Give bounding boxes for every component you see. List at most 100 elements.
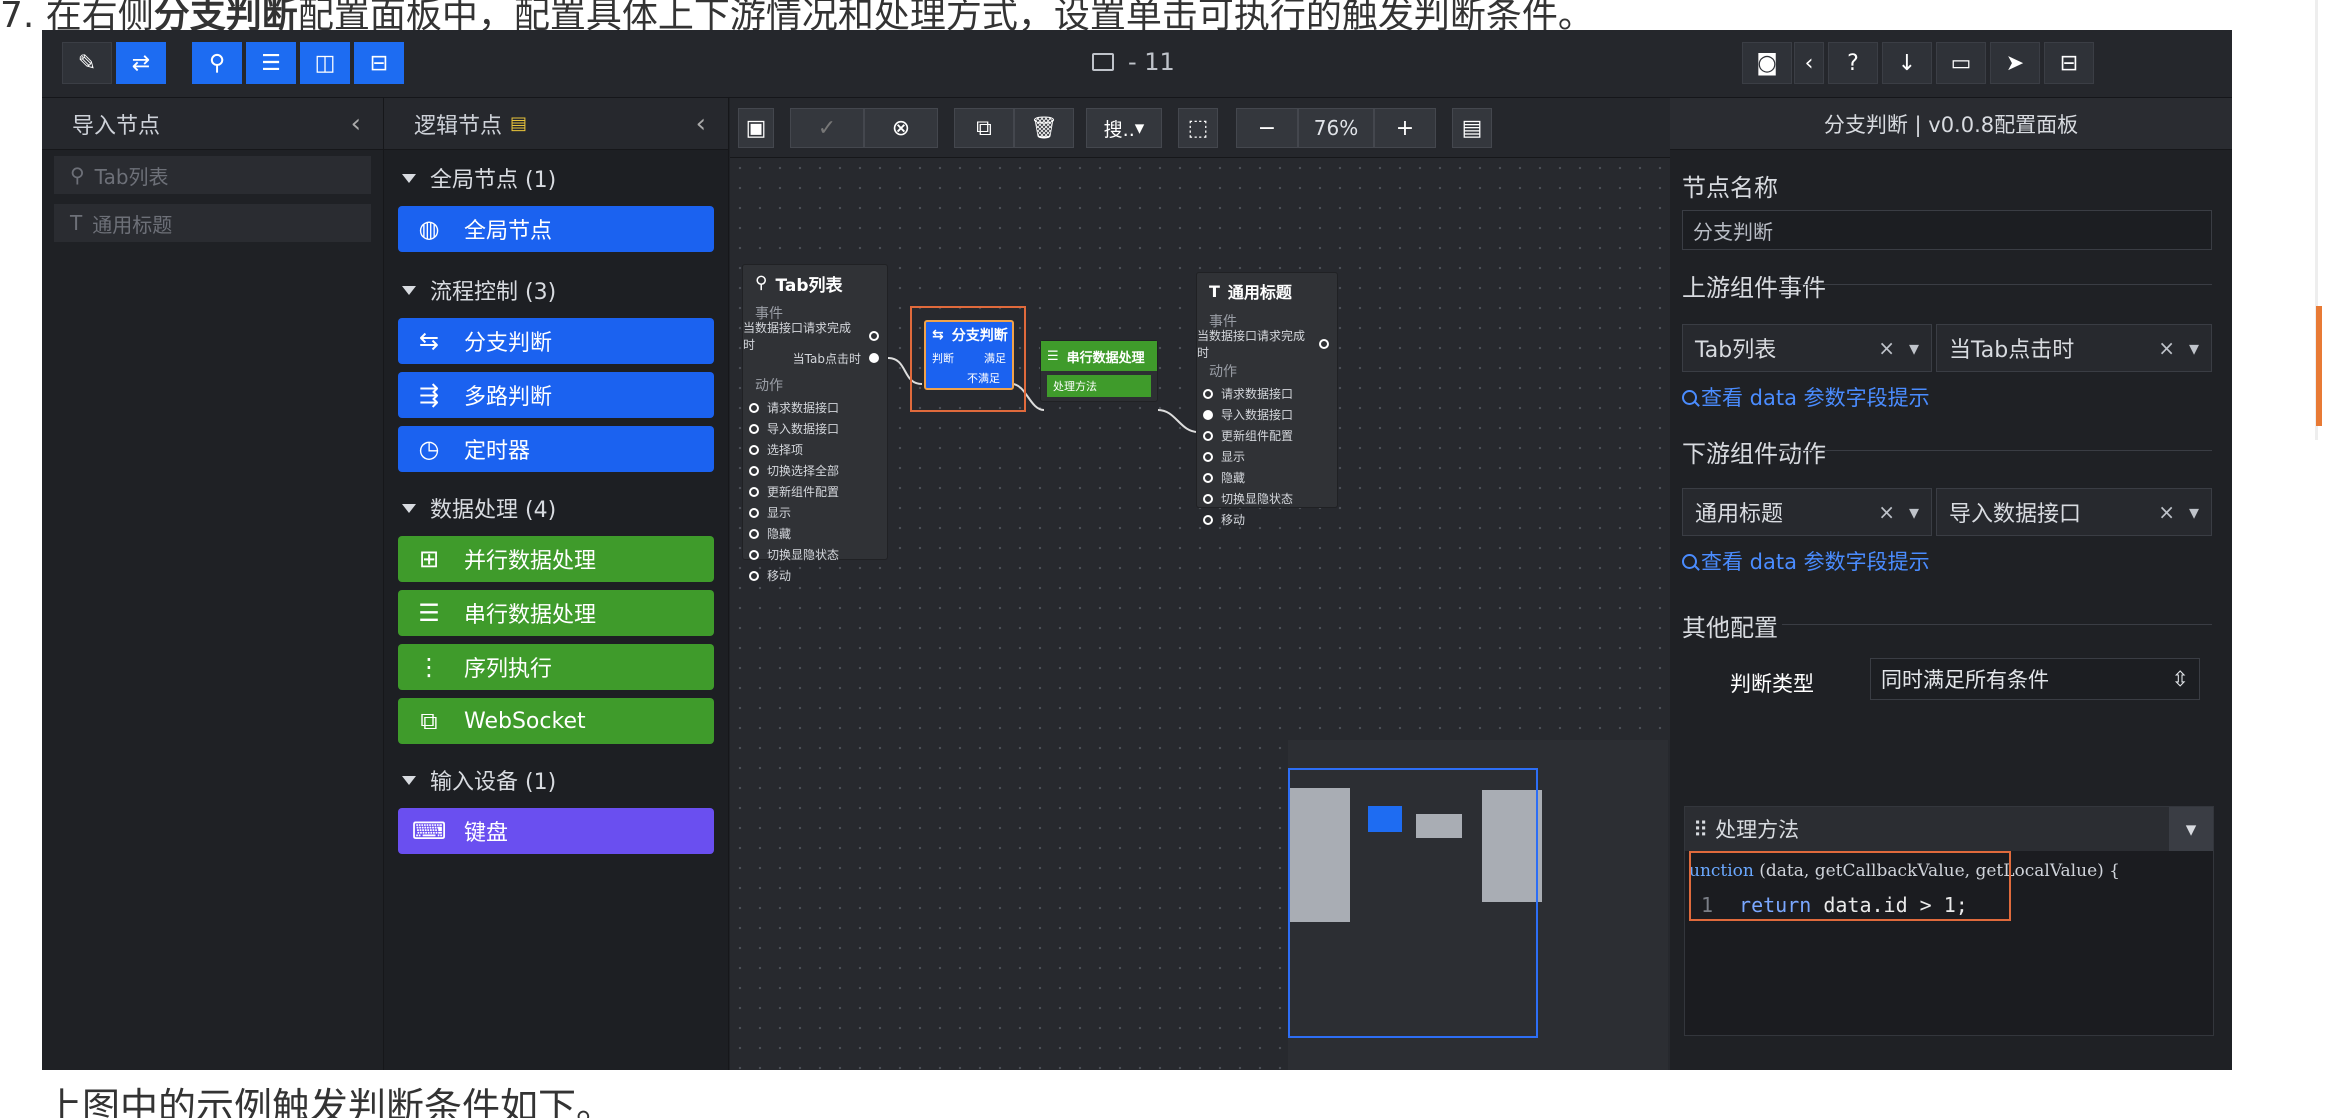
port-dot[interactable] xyxy=(749,570,759,581)
clear-icon[interactable]: × xyxy=(1878,500,1895,524)
port-dot[interactable] xyxy=(1203,472,1213,483)
chevron-left-icon[interactable]: ‹ xyxy=(695,108,706,139)
minimap-viewport[interactable] xyxy=(1288,768,1538,1038)
blueprint-canvas[interactable]: ▣ ✓ ⊗ ⧉ 🗑 搜..▾ ⬚ − 76% + ▤ ⚲Tab列表 xyxy=(730,98,1670,1070)
import-item-tab-list[interactable]: ⚲ Tab列表 xyxy=(54,156,371,194)
action-port[interactable]: 导入数据接口 xyxy=(743,418,887,439)
node-websocket[interactable]: ⧉WebSocket xyxy=(398,698,714,744)
group-data-processing[interactable]: 数据处理 (4) xyxy=(384,480,728,536)
event-port[interactable]: 当数据接口请求完成时 xyxy=(1197,329,1337,360)
collapse-icon[interactable]: ‹ xyxy=(1794,42,1824,84)
caret-down-icon[interactable]: ▾ xyxy=(2188,500,2199,524)
upstream-hint-link[interactable]: 查看 data 参数字段提示 xyxy=(1682,382,1930,412)
port-dot[interactable] xyxy=(749,486,759,497)
more-icon[interactable]: ⊟ xyxy=(2044,42,2094,84)
disable-icon[interactable]: ⊗ xyxy=(864,108,938,148)
caret-down-icon[interactable]: ▾ xyxy=(2188,336,2199,360)
chevron-down-icon[interactable]: ▾ xyxy=(2169,807,2213,851)
blueprint-icon[interactable]: ⇄ xyxy=(116,42,166,84)
drag-handle-icon[interactable]: ⠿ xyxy=(1693,818,1709,842)
component-list-icon[interactable]: ☰ xyxy=(246,42,296,84)
node-card-tab-list[interactable]: ⚲Tab列表 事件 当数据接口请求完成时 当Tab点击时 动作 请求数据接口 导… xyxy=(742,264,888,583)
enable-icon[interactable]: ✓ xyxy=(790,108,864,148)
action-port[interactable]: 切换显隐状态 xyxy=(1197,488,1337,509)
node-card-branch[interactable]: ⇆分支判断 判断 满足 不满足 xyxy=(924,320,1014,390)
port-dot[interactable] xyxy=(869,331,879,341)
group-global[interactable]: 全局节点 (1) xyxy=(384,150,728,206)
layer-icon[interactable]: ⚲ xyxy=(192,42,242,84)
downstream-component-select[interactable]: 通用标题×▾ xyxy=(1682,488,1932,536)
port-dot[interactable] xyxy=(1203,430,1213,441)
chevron-left-icon[interactable]: ‹ xyxy=(350,108,361,139)
downstream-hint-link[interactable]: 查看 data 参数字段提示 xyxy=(1682,546,1930,576)
minimap[interactable] xyxy=(1288,740,1668,1070)
help-icon[interactable]: ? xyxy=(1828,42,1878,84)
port-dot[interactable] xyxy=(869,353,879,363)
copy-icon[interactable]: ⧉ xyxy=(954,108,1014,148)
node-keyboard[interactable]: ⌨键盘 xyxy=(398,808,714,854)
port-dot[interactable] xyxy=(1203,493,1213,504)
port-dot[interactable] xyxy=(1203,409,1213,420)
node-multi-branch[interactable]: ⇶多路判断 xyxy=(398,372,714,418)
fit-view-icon[interactable]: ⬚ xyxy=(1178,108,1218,148)
port-dot[interactable] xyxy=(749,465,759,476)
node-sequence[interactable]: ⋮序列执行 xyxy=(398,644,714,690)
split-view-icon[interactable]: ◫ xyxy=(300,42,350,84)
edit-icon[interactable]: ✎ xyxy=(62,42,112,84)
node-branch[interactable]: ⇆分支判断 xyxy=(398,318,714,364)
action-port[interactable]: 导入数据接口 xyxy=(1197,404,1337,425)
port-dot[interactable] xyxy=(1203,514,1213,525)
delete-icon[interactable]: 🗑 xyxy=(1014,108,1074,148)
action-port[interactable]: 请求数据接口 xyxy=(743,397,887,418)
method-port[interactable]: 处理方法 xyxy=(1047,375,1151,397)
download-icon[interactable]: ↓ xyxy=(1882,42,1932,84)
port-dot[interactable] xyxy=(749,507,759,518)
panel-toggle-icon[interactable]: ⊟ xyxy=(354,42,404,84)
action-port[interactable]: 移动 xyxy=(743,565,887,586)
node-serial[interactable]: ☰串行数据处理 xyxy=(398,590,714,636)
search-select[interactable]: 搜..▾ xyxy=(1086,108,1162,148)
upstream-event-select[interactable]: 当Tab点击时×▾ xyxy=(1936,324,2212,372)
action-port[interactable]: 选择项 xyxy=(743,439,887,460)
action-port[interactable]: 隐藏 xyxy=(743,523,887,544)
snapshot-icon[interactable]: ◙ xyxy=(1742,42,1792,84)
action-port[interactable]: 更新组件配置 xyxy=(1197,425,1337,446)
group-flow-control[interactable]: 流程控制 (3) xyxy=(384,262,728,318)
zoom-in-button[interactable]: + xyxy=(1374,108,1436,148)
preview-icon[interactable]: ▭ xyxy=(1936,42,1986,84)
clear-icon[interactable]: × xyxy=(1878,336,1895,360)
action-port[interactable]: 显示 xyxy=(743,502,887,523)
event-port[interactable]: 当Tab点击时 xyxy=(743,347,887,369)
action-port[interactable]: 切换显隐状态 xyxy=(743,544,887,565)
node-list-icon[interactable]: ▣ xyxy=(738,108,774,148)
action-port[interactable]: 隐藏 xyxy=(1197,467,1337,488)
page-scroll-thumb[interactable] xyxy=(2316,306,2322,426)
judge-type-select[interactable]: 同时满足所有条件⇳ xyxy=(1870,658,2200,700)
publish-icon[interactable]: ➤ xyxy=(1990,42,2040,84)
import-item-title[interactable]: T 通用标题 xyxy=(54,204,371,242)
node-parallel[interactable]: ⊞并行数据处理 xyxy=(398,536,714,582)
caret-down-icon[interactable]: ▾ xyxy=(1908,336,1919,360)
node-card-serial[interactable]: ☰串行数据处理 处理方法 xyxy=(1040,340,1158,402)
clear-icon[interactable]: × xyxy=(2158,336,2175,360)
node-timer[interactable]: ◷定时器 xyxy=(398,426,714,472)
caret-down-icon[interactable]: ▾ xyxy=(1908,500,1919,524)
group-input-device[interactable]: 输入设备 (1) xyxy=(384,752,728,808)
zoom-out-button[interactable]: − xyxy=(1236,108,1298,148)
node-global[interactable]: ◍全局节点 xyxy=(398,206,714,252)
port-dot[interactable] xyxy=(749,549,759,560)
action-port[interactable]: 请求数据接口 xyxy=(1197,383,1337,404)
port-dot[interactable] xyxy=(749,402,759,413)
upstream-component-select[interactable]: Tab列表×▾ xyxy=(1682,324,1932,372)
port-dot[interactable] xyxy=(1203,451,1213,462)
action-port[interactable]: 切换选择全部 xyxy=(743,460,887,481)
action-port[interactable]: 更新组件配置 xyxy=(743,481,887,502)
downstream-action-select[interactable]: 导入数据接口×▾ xyxy=(1936,488,2212,536)
action-port[interactable]: 移动 xyxy=(1197,509,1337,530)
doc-icon[interactable]: ▤ xyxy=(510,113,528,134)
port-dot[interactable] xyxy=(749,423,759,434)
action-port[interactable]: 显示 xyxy=(1197,446,1337,467)
document-icon[interactable]: ▤ xyxy=(1452,108,1492,148)
